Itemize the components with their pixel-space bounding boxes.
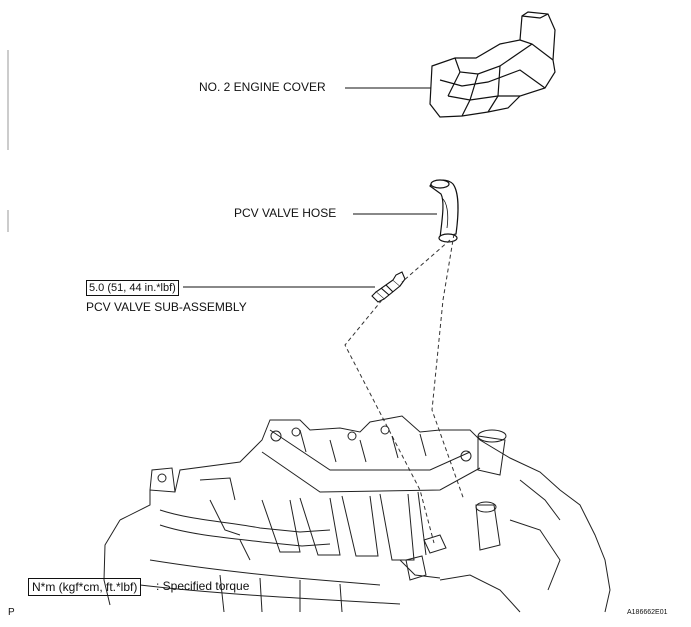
assembly-dash-hose-valve [401,239,451,283]
pcv-hose-part [429,179,459,243]
legend-unit-box: N*m (kgf*cm, ft.*lbf) [28,578,142,596]
engine-cover-label: NO. 2 ENGINE COVER [199,80,326,94]
legend-description: : Specified torque [156,579,250,593]
pcv-valve-part [371,271,406,303]
engine-cover-part [429,11,556,118]
pcv-valve-label: PCV VALVE SUB-ASSEMBLY [86,300,247,314]
assembly-dash-hose-engine [431,233,465,501]
assembly-dash-valve-engine [344,299,435,544]
figure-code: A186662E01 [627,609,668,616]
page-mark: P [8,607,15,618]
engine-block [103,415,611,613]
torque-spec-box: 5.0 (51, 44 in.*lbf) [86,280,179,296]
pcv-hose-label: PCV VALVE HOSE [234,206,337,220]
